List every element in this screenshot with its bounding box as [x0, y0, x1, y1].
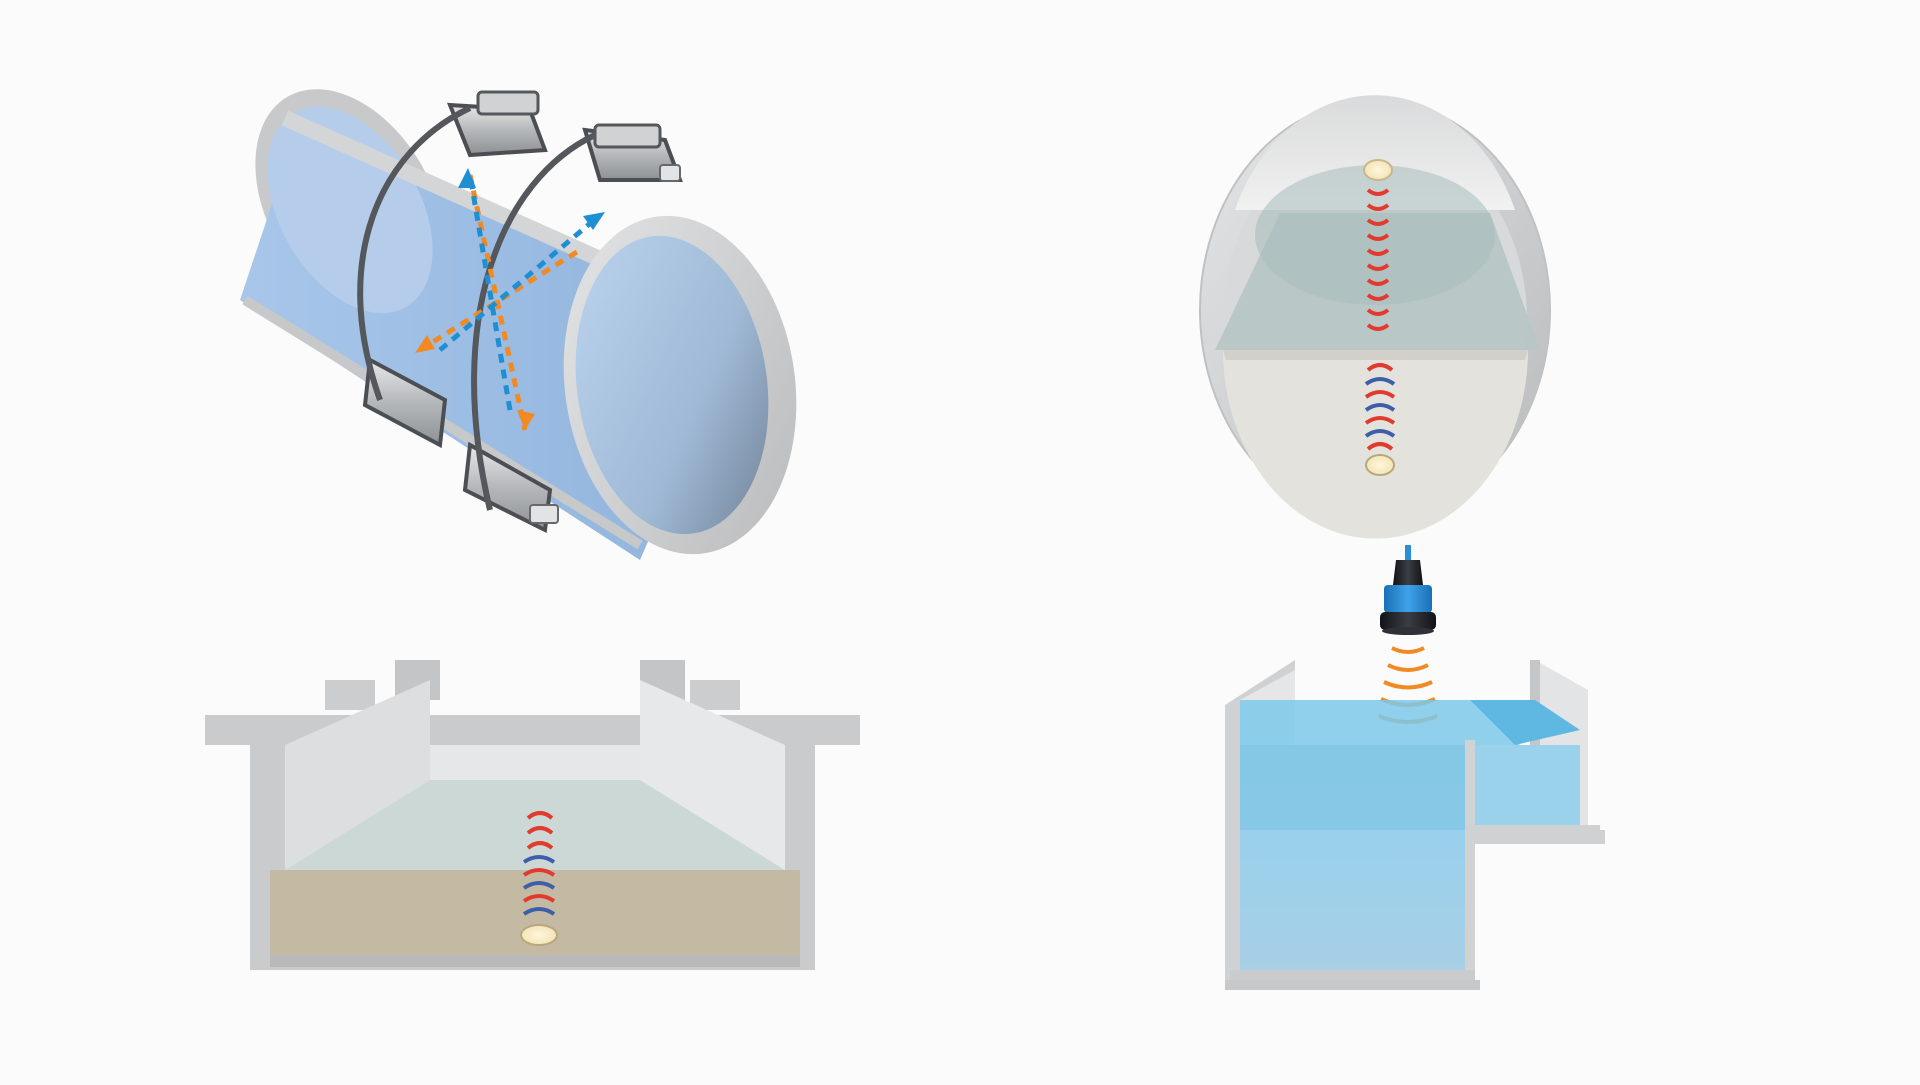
clamp-on-pipe-panel — [240, 89, 797, 560]
bottom-transducer — [1365, 454, 1395, 476]
clamp-sensor-bottom-right — [462, 441, 559, 534]
open-channel-panel — [205, 660, 860, 970]
top-transducer — [1363, 159, 1393, 181]
partially-filled-pipe-panel — [1199, 95, 1551, 539]
clamp-sensor-top-right — [582, 123, 683, 182]
clamp-sensor-top-left — [446, 90, 548, 158]
clamp-band-left — [357, 105, 472, 402]
channel-doppler-arcs — [522, 811, 556, 916]
clamp-band-right — [471, 132, 597, 511]
doppler-arcs — [1364, 363, 1396, 451]
channel-transducer — [520, 924, 558, 946]
pipe-interior — [575, 235, 769, 535]
red-signal-arcs — [1366, 188, 1390, 331]
weir-tank-panel — [1225, 545, 1605, 990]
ultrasonic-level-sensor — [1380, 545, 1436, 635]
clamp-sensor-bottom-left — [362, 356, 448, 449]
